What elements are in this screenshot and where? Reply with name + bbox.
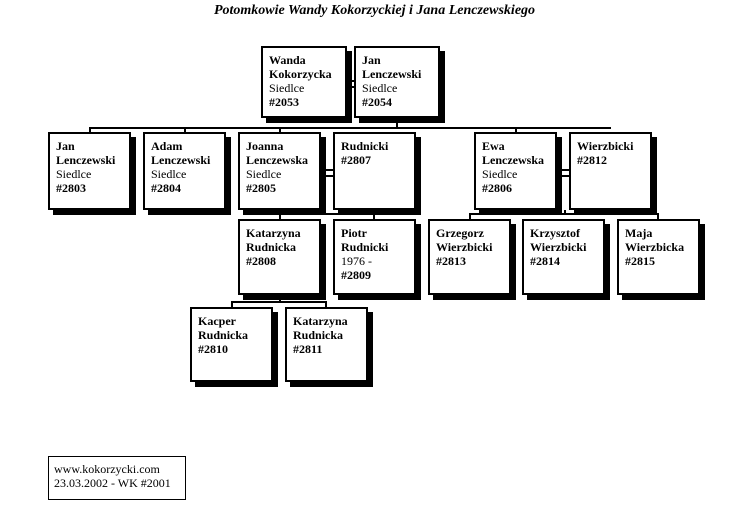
person-id: #2805 (246, 181, 276, 195)
connector (279, 213, 281, 219)
person-place: Siedlce (482, 167, 518, 181)
person-name: Katarzyna (246, 226, 301, 240)
person-name: Wierzbicki (436, 240, 493, 254)
person-place: 1976 - (341, 254, 372, 268)
page-title: Potomkowie Wandy Kokorzyckiej i Jana Len… (213, 3, 536, 18)
person-name: Adam (151, 139, 183, 153)
person-name: Kacper (198, 314, 236, 328)
person-name: Krzysztof (530, 226, 580, 240)
connector (375, 210, 377, 214)
person-name: Rudnicki (341, 139, 389, 153)
person-name: Ewa (482, 139, 505, 153)
connector (346, 86, 354, 88)
person-box[interactable]: Rudnicki#2807 (333, 132, 416, 210)
person-id: #2814 (530, 254, 560, 268)
connector (325, 301, 327, 307)
connector (89, 127, 611, 129)
person-name: Grzegorz (436, 226, 484, 240)
person-id: #2808 (246, 254, 276, 268)
person-id: #2810 (198, 342, 228, 356)
person-place: Siedlce (56, 167, 92, 181)
connector (231, 301, 327, 303)
person-id: #2804 (151, 181, 181, 195)
connector (469, 213, 471, 219)
person-id: #2807 (341, 153, 371, 167)
connector (396, 123, 398, 129)
person-id: #2815 (625, 254, 655, 268)
person-name: Lenczewska (482, 153, 544, 167)
connector (556, 175, 569, 177)
person-id: #2809 (341, 268, 371, 282)
person-name: Lenczewska (246, 153, 308, 167)
connector (564, 210, 566, 214)
person-id: #2054 (362, 95, 392, 109)
person-place: Siedlce (269, 81, 305, 95)
person-id: #2811 (293, 342, 323, 356)
person-name: Wierzbicki (577, 139, 634, 153)
connector (184, 127, 186, 133)
person-name: Wierzbicki (530, 240, 587, 254)
person-place: Siedlce (151, 167, 187, 181)
person-name: Piotr (341, 226, 367, 240)
connector (657, 213, 659, 219)
connector (279, 213, 375, 215)
connector (346, 80, 354, 82)
connector (320, 169, 333, 171)
person-name: Jan (56, 139, 75, 153)
person-name: Wanda (269, 53, 306, 67)
person-name: Jan (362, 53, 381, 67)
connector (469, 213, 659, 215)
person-name: Joanna (246, 139, 284, 153)
person-name: Kokorzycka (269, 67, 332, 81)
connector (279, 294, 281, 302)
person-name: Katarzyna (293, 314, 348, 328)
person-id: #2812 (577, 153, 607, 167)
person-id: #2803 (56, 181, 86, 195)
person-place: Siedlce (362, 81, 398, 95)
connector (231, 301, 233, 307)
footer-site[interactable]: www.kokorzycki.com (54, 462, 160, 476)
person-id: #2813 (436, 254, 466, 268)
person-name: Wierzbicka (625, 240, 685, 254)
person-name: Lenczewski (362, 67, 422, 81)
footer-date: 23.03.2002 - WK #2001 (54, 476, 171, 490)
person-name: Rudnicka (246, 240, 297, 254)
person-id: #2053 (269, 95, 299, 109)
connector (515, 127, 517, 133)
connector (320, 175, 333, 177)
connector (556, 169, 569, 171)
connector (279, 127, 281, 133)
person-id: #2806 (482, 181, 512, 195)
person-name: Rudnicki (341, 240, 389, 254)
connector (89, 127, 91, 133)
footer-box: www.kokorzycki.com 23.03.2002 - WK #2001 (48, 456, 186, 500)
person-name: Lenczewski (56, 153, 116, 167)
person-name: Rudnicka (293, 328, 344, 342)
person-name: Rudnicka (198, 328, 249, 342)
person-name: Lenczewski (151, 153, 211, 167)
person-place: Siedlce (246, 167, 282, 181)
connector (373, 213, 375, 219)
person-box[interactable]: Wierzbicki#2812 (569, 132, 652, 210)
person-name: Maja (625, 226, 653, 240)
